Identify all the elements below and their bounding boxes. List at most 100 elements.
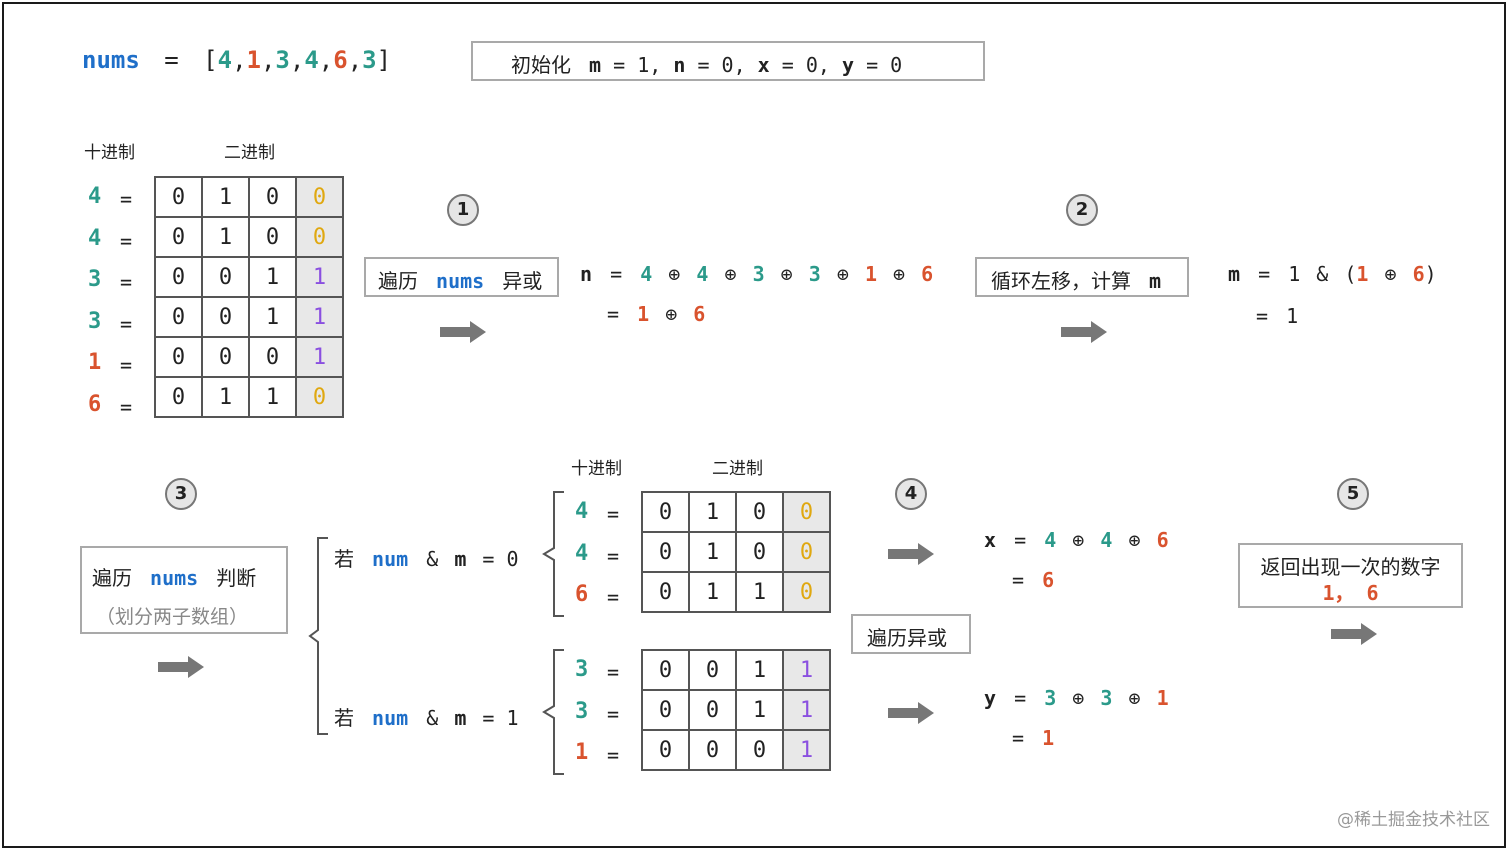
- equals: =: [164, 46, 179, 74]
- cond-num: num: [372, 547, 409, 571]
- bit-cell: 0: [154, 176, 203, 218]
- row-equals: =: [120, 229, 133, 253]
- init-box: 初始化 m = 1, n = 0, x = 0, y = 0: [471, 41, 985, 81]
- bracket-open: [: [203, 46, 218, 74]
- binary-header: 二进制: [224, 143, 275, 163]
- m-result-value: 1: [1286, 304, 1299, 328]
- step5-box: 返回出现一次的数字 1， 6: [1238, 543, 1463, 608]
- init-text: 初始化 m = 1, n = 0, x = 0, y = 0: [511, 53, 903, 77]
- n-term: 6: [921, 262, 934, 286]
- bit-cell: 0: [248, 336, 297, 378]
- watermark: @稀土掘金技术社区: [1337, 810, 1490, 830]
- row-decimal: 3: [575, 657, 589, 682]
- init-var: n: [673, 53, 686, 77]
- lowest-bit-cell: 1: [782, 689, 831, 731]
- bit-cell: 1: [735, 571, 784, 613]
- xor-op: ⊕: [724, 262, 737, 286]
- bit-cell: 0: [248, 216, 297, 258]
- step4-label: 遍历异或: [867, 626, 947, 650]
- bit-cell: 1: [735, 649, 784, 691]
- xor-op: ⊕: [893, 262, 906, 286]
- m-base: 1: [1288, 262, 1301, 286]
- n-term: 3: [808, 262, 821, 286]
- init-prefix: 初始化: [511, 53, 571, 77]
- n-term: 3: [752, 262, 765, 286]
- n-result-term: 6: [693, 302, 706, 326]
- bit-cell: 0: [641, 491, 690, 533]
- step1-label: 遍历 nums 异或: [378, 265, 542, 294]
- condition-one: 若 num & m = 1: [334, 706, 519, 730]
- lowest-bit-cell: 1: [782, 729, 831, 771]
- y-term: 1: [1156, 686, 1169, 710]
- step3-suffix: 判断: [216, 566, 257, 590]
- xor-op: ⊕: [1072, 686, 1085, 710]
- step-5-badge: 5: [1337, 478, 1369, 510]
- lowest-bit-cell: 0: [782, 571, 831, 613]
- row-decimal: 3: [575, 699, 589, 724]
- bit-cell: 0: [201, 296, 250, 338]
- lowest-bit-cell: 1: [295, 296, 344, 338]
- bit-cell: 0: [735, 729, 784, 771]
- bit-cell: 1: [688, 491, 737, 533]
- row-decimal: 3: [88, 267, 102, 292]
- lowest-bit-cell: 0: [295, 216, 344, 258]
- nums-value: 4: [304, 46, 319, 74]
- bit-cell: 0: [248, 176, 297, 218]
- y-expression: y = 3 ⊕ 3 ⊕ 1: [984, 686, 1169, 710]
- step2-var: m: [1149, 269, 1162, 293]
- init-val: 0: [890, 53, 903, 77]
- nums-label: nums: [82, 46, 140, 74]
- step2-text: 循环左移，计算: [991, 269, 1131, 293]
- m-expression: m = 1 & (1 ⊕ 6): [1228, 262, 1437, 286]
- step1-prefix: 遍历: [378, 269, 418, 293]
- init-val: 1: [637, 53, 650, 77]
- step-4-badge: 4: [895, 478, 927, 510]
- row-equals: =: [120, 353, 133, 377]
- decimal-header: 十进制: [84, 143, 135, 163]
- arrow-right-icon: [888, 702, 934, 724]
- bit-cell: 0: [201, 256, 250, 298]
- bit-cell: 0: [154, 216, 203, 258]
- nums-definition: nums = [4,1,3,4,6,3]: [82, 46, 392, 74]
- row-decimal: 1: [88, 350, 102, 375]
- arrow-right-icon: [440, 321, 486, 343]
- row-decimal: 1: [575, 740, 589, 765]
- row-equals: =: [607, 585, 620, 609]
- init-var: m: [589, 53, 602, 77]
- bit-cell: 0: [735, 491, 784, 533]
- bit-cell: 1: [201, 376, 250, 418]
- lowest-bit-cell: 0: [782, 491, 831, 533]
- m-result: = 1: [1256, 304, 1299, 328]
- arrow-right-icon: [1061, 321, 1107, 343]
- cond-value: 1: [506, 706, 519, 730]
- row-equals: =: [607, 544, 620, 568]
- arrow-right-icon: [158, 656, 204, 678]
- bit-cell: 0: [641, 531, 690, 573]
- init-val: 0: [721, 53, 734, 77]
- m-term: 1: [1356, 262, 1369, 286]
- row-decimal: 4: [88, 226, 102, 251]
- cond-value: 0: [506, 547, 519, 571]
- step3-label: 遍历 nums 判断: [92, 562, 256, 591]
- cond-if: 若: [334, 706, 354, 730]
- row-decimal: 4: [575, 499, 589, 524]
- brace-icon: [542, 491, 564, 617]
- step1-suffix: 异或: [502, 269, 543, 293]
- lowest-bit-cell: 0: [295, 176, 344, 218]
- xor-op: ⊕: [836, 262, 849, 286]
- bit-cell: 0: [641, 689, 690, 731]
- row-equals: =: [607, 660, 620, 684]
- step3-keyword: nums: [150, 566, 199, 590]
- m-term: 6: [1412, 262, 1425, 286]
- n-term: 4: [640, 262, 653, 286]
- row-equals: =: [607, 702, 620, 726]
- row-decimal: 6: [88, 392, 102, 417]
- bit-cell: 1: [201, 216, 250, 258]
- bit-cell: 0: [154, 296, 203, 338]
- bit-cell: 0: [688, 729, 737, 771]
